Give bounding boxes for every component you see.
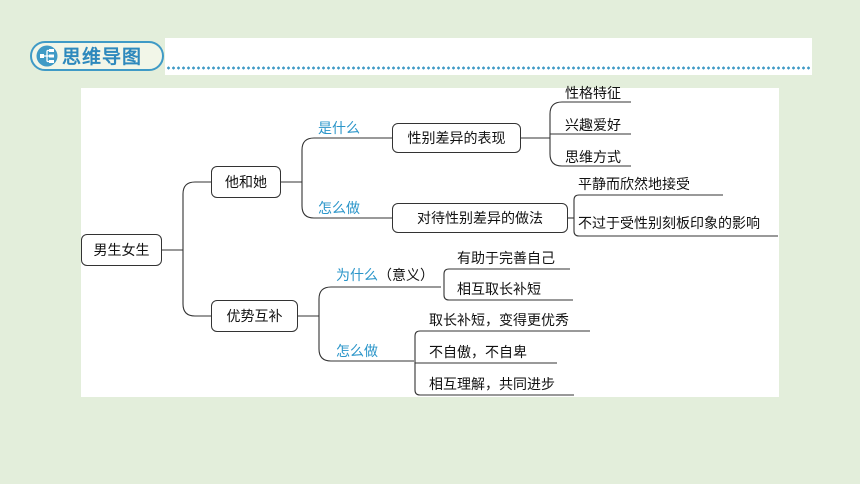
leaf-item: 不过于受性别刻板印象的影响: [578, 216, 760, 232]
root-node: 男生女生: [81, 234, 162, 266]
mind-map-panel: 男生女生 他和她 优势互补 是什么 怎么做 性别差异的表现 对待性别差异的做法 …: [81, 86, 779, 397]
answer-node: 对待性别差异的做法: [392, 203, 568, 233]
leaf-item: 兴趣爱好: [565, 118, 621, 134]
leaf-item: 取长补短，变得更优秀: [429, 313, 569, 329]
leaf-item: 性格特征: [565, 86, 621, 102]
question-text: 为什么: [336, 268, 378, 284]
question-note: （意义）: [378, 268, 434, 284]
leaf-item: 思维方式: [565, 150, 621, 166]
section-header: 思维导图: [30, 41, 164, 71]
leaf-item: 相互取长补短: [457, 282, 541, 298]
branch-node-he-and-she: 他和她: [211, 166, 281, 198]
question-label: 是什么: [318, 121, 360, 137]
question-label: 怎么做: [336, 344, 378, 360]
question-label: 为什么（意义）: [336, 267, 434, 285]
branch-node-complement: 优势互补: [211, 300, 298, 332]
header-title: 思维导图: [62, 46, 143, 68]
leaf-item: 相互理解，共同进步: [429, 377, 555, 393]
dotted-divider: [166, 66, 812, 70]
question-label: 怎么做: [318, 201, 360, 217]
leaf-item: 有助于完善自己: [457, 251, 555, 267]
leaf-item: 不自傲，不自卑: [429, 345, 527, 361]
answer-node: 性别差异的表现: [392, 123, 521, 153]
connector-lines: [162, 101, 778, 396]
mind-map-icon: [36, 45, 58, 67]
leaf-item: 平静而欣然地接受: [578, 177, 690, 193]
